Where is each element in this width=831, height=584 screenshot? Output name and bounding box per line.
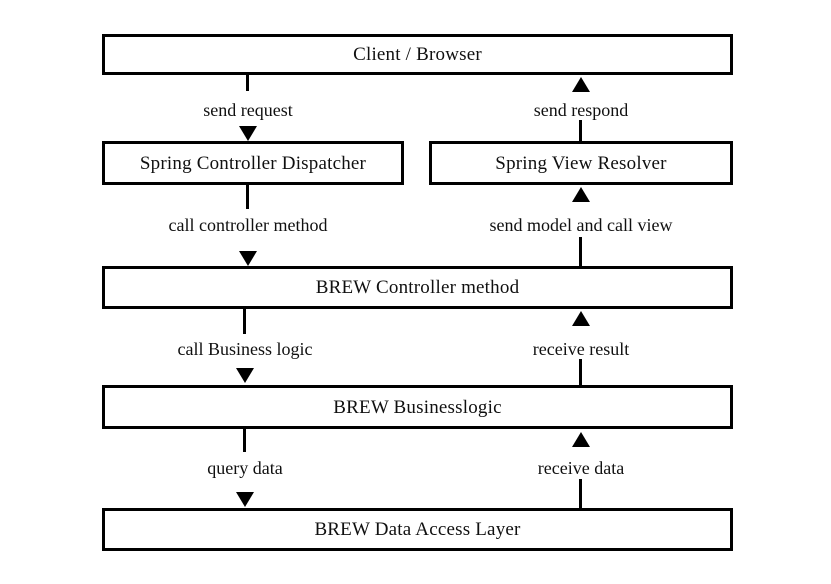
edge-line-query-data-upper	[243, 429, 246, 452]
edge-line-call-controller-method-upper	[246, 185, 249, 209]
arrowhead-receive-result	[572, 311, 590, 326]
node-spring-controller-dispatcher[interactable]: Spring Controller Dispatcher	[102, 141, 404, 185]
edge-line-receive-data-lower	[579, 479, 582, 508]
node-label: BREW Businesslogic	[333, 396, 502, 418]
edge-label-receive-data: receive data	[531, 458, 631, 478]
edge-line-send-model-and-call-view-lower	[579, 237, 582, 266]
arrowhead-query-data	[236, 492, 254, 507]
arrowhead-receive-data	[572, 432, 590, 447]
node-label: Client / Browser	[353, 44, 482, 65]
edge-line-receive-result-lower	[579, 357, 582, 385]
node-brew-businesslogic[interactable]: BREW Businesslogic	[102, 385, 733, 429]
arrowhead-call-business-logic	[236, 368, 254, 383]
edge-label-receive-result: receive result	[526, 339, 636, 359]
arrowhead-send-request	[239, 126, 257, 141]
edge-label-call-controller-method: call controller method	[162, 215, 334, 235]
edge-line-send-request-upper	[246, 75, 249, 91]
edge-line-call-business-logic-upper	[243, 309, 246, 334]
node-brew-controller-method[interactable]: BREW Controller method	[102, 266, 733, 309]
edge-label-send-model-and-call-view: send model and call view	[483, 215, 679, 235]
arrowhead-send-respond	[572, 77, 590, 92]
edge-label-send-request: send request	[197, 100, 299, 120]
edge-label-send-respond: send respond	[527, 100, 635, 120]
node-label: BREW Controller method	[315, 277, 520, 298]
node-brew-data-access-layer[interactable]: BREW Data Access Layer	[102, 508, 733, 551]
arrowhead-call-controller-method	[239, 251, 257, 266]
node-label: Spring Controller Dispatcher	[139, 152, 367, 174]
node-label: Spring View Resolver	[495, 152, 667, 174]
node-client-browser[interactable]: Client / Browser	[102, 34, 733, 75]
node-spring-view-resolver[interactable]: Spring View Resolver	[429, 141, 733, 185]
arrowhead-send-model-and-call-view	[572, 187, 590, 202]
edge-line-send-respond-lower	[579, 116, 582, 141]
edge-label-call-business-logic: call Business logic	[171, 339, 319, 359]
node-label: BREW Data Access Layer	[314, 519, 521, 540]
edge-label-query-data: query data	[201, 458, 289, 478]
